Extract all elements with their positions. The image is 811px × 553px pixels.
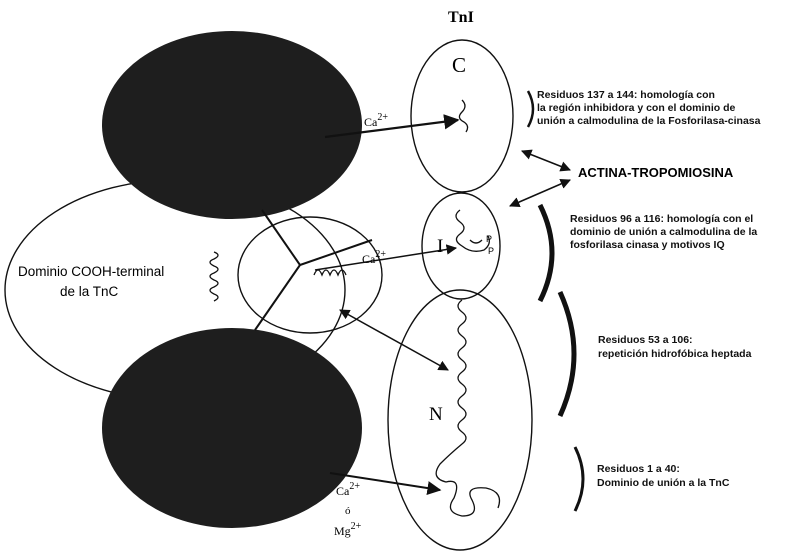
annotation-res1: Residuos 1 a 40: Dominio de unión a la T… (597, 463, 730, 489)
phospho-p2: P (488, 246, 494, 256)
segment-n-label: N (429, 404, 443, 425)
tni-n-chain (436, 300, 499, 516)
tnc-central-outline (238, 217, 382, 333)
segment-c-label: C (452, 53, 466, 77)
bracket-res96 (540, 205, 552, 301)
tni-i-chain (456, 210, 489, 251)
cooh-label-line1: Dominio COOH-terminal (18, 264, 164, 279)
ca-label-upper: Ca2+ (364, 112, 388, 129)
ca-label-central: Ca2+ (362, 249, 386, 266)
segment-i-label: I (437, 236, 443, 257)
annotation-res137-line3: unión a calmodulina de la Fosforilasa-ci… (537, 115, 761, 127)
tni-title: TnI (448, 9, 474, 26)
cooh-coil-right (314, 270, 346, 275)
annotation-res53: Residuos 53 a 106: repetición hidrofóbic… (598, 334, 752, 360)
tni-n-segment (388, 290, 532, 550)
annotation-res96-line2: dominio de unión a calmodulina de la (570, 226, 757, 238)
annotation-res96: Residuos 96 a 116: homología con el domi… (570, 213, 757, 251)
annotation-res137-line1: Residuos 137 a 144: homología con (537, 89, 715, 101)
annotation-res96-line1: Residuos 96 a 116: homología con el (570, 213, 753, 225)
cooh-label-line2: de la TnC (60, 284, 119, 299)
tnc-central-helix (255, 210, 372, 330)
phospho-p1: P (486, 234, 492, 244)
arrow-actin-i (510, 180, 570, 206)
annotation-res96-line3: fosforilasa cinasa y motivos IQ (570, 239, 725, 251)
ca-label-lower: Ca2+ (336, 481, 360, 498)
bracket-res53 (560, 292, 574, 416)
annotation-res53-line1: Residuos 53 a 106: (598, 334, 693, 346)
annotation-res1-line2: Dominio de unión a la TnC (597, 477, 730, 489)
annotation-res137-line2: la región inhibidora y con el dominio de (537, 102, 736, 114)
annotation-res137: Residuos 137 a 144: homología con la reg… (537, 89, 761, 127)
annotation-res53-line2: repetición hidrofóbica heptada (598, 348, 752, 360)
arrow-tnc-tni-n (340, 310, 448, 370)
annotation-res1-line1: Residuos 1 a 40: (597, 463, 680, 475)
tnc-upper-lobe (102, 31, 362, 219)
arrow-actin-c (522, 151, 570, 170)
bracket-res137 (528, 91, 533, 127)
mg-label: Mg2+ (334, 521, 362, 538)
tnc-lower-lobe (102, 328, 362, 528)
cooh-coil-left (210, 252, 218, 301)
bracket-res1 (575, 447, 583, 511)
or-word: ó (345, 505, 351, 517)
tni-c-chain (459, 100, 467, 132)
actin-tropomyosin-label: ACTINA-TROPOMIOSINA (578, 165, 734, 180)
